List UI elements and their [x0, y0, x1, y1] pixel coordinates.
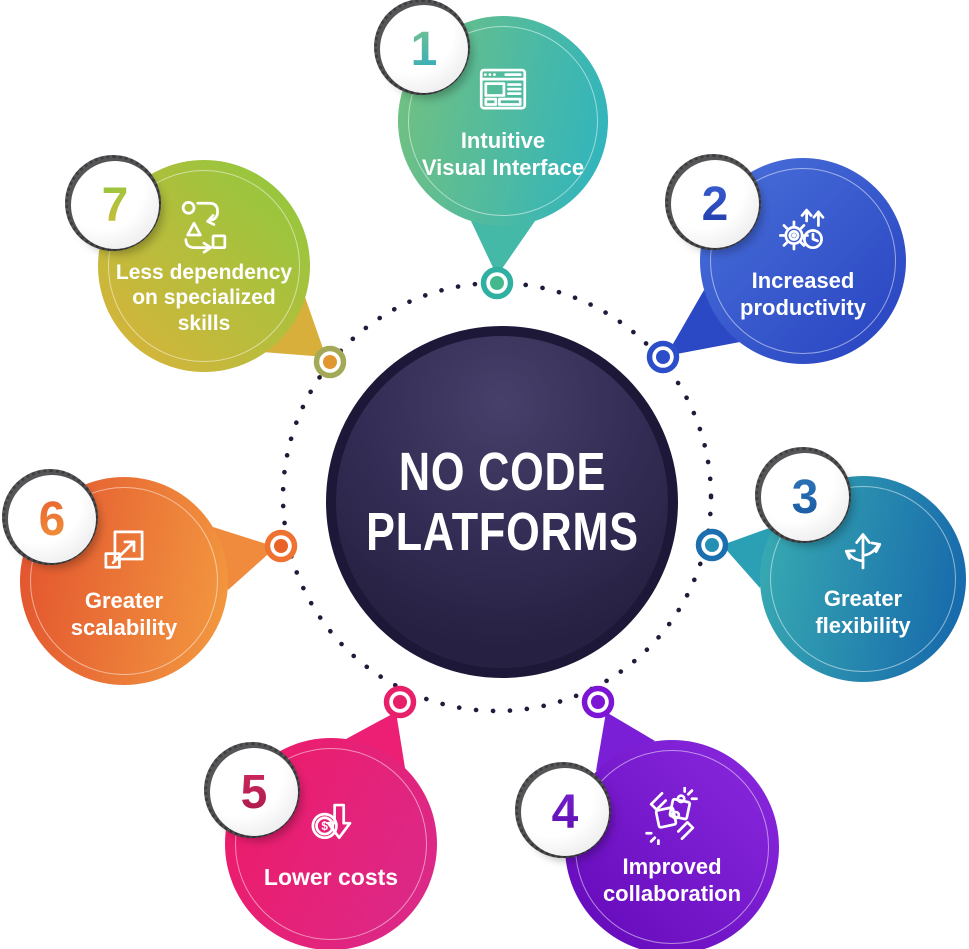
center-circle: NO CODE PLATFORMS — [326, 326, 678, 678]
badge-white-circle: 3 — [761, 453, 849, 541]
connector-dot-4 — [581, 685, 615, 719]
badge-white-circle: 5 — [210, 748, 298, 836]
tail-pointer-1 — [471, 221, 535, 276]
connector-dot-3 — [695, 528, 729, 562]
badge-white-circle: 4 — [521, 768, 609, 856]
connector-dot-7 — [313, 345, 347, 379]
badge-white-circle: 7 — [71, 161, 159, 249]
connector-dot-6 — [264, 529, 298, 563]
center-title: NO CODE PLATFORMS — [365, 441, 639, 562]
number-badge-5: 5 — [202, 740, 302, 840]
tail-pointer-6 — [213, 527, 276, 590]
badge-number: 5 — [240, 765, 268, 819]
badge-number: 2 — [701, 177, 729, 231]
badge-number: 6 — [38, 492, 66, 546]
number-badge-7: 7 — [63, 153, 163, 253]
bubble-inner-ring — [408, 26, 598, 216]
dotted-ring — [280, 280, 714, 714]
tail-pointer-4 — [596, 712, 655, 771]
bubble-inner-ring — [770, 486, 956, 672]
badge-white-circle: 6 — [8, 475, 96, 563]
badge-number: 4 — [551, 785, 579, 839]
tail-pointer-7 — [262, 297, 326, 357]
badge-white-circle: 1 — [380, 5, 468, 93]
number-badge-1: 1 — [372, 0, 472, 97]
badge-number: 3 — [791, 470, 819, 524]
bubble-inner-ring — [710, 168, 896, 354]
bubble-less-dependency-skills: Less dependency on specialized skills — [98, 160, 310, 372]
badge-number: 1 — [410, 22, 438, 76]
number-badge-4: 4 — [513, 760, 613, 860]
tail-pointer-5 — [346, 712, 405, 768]
bubble-inner-ring — [30, 487, 218, 675]
tail-pointer-2 — [666, 290, 740, 356]
badge-white-circle: 2 — [671, 160, 759, 248]
bubble-inner-ring — [235, 748, 427, 940]
number-badge-3: 3 — [753, 445, 853, 545]
badge-number: 7 — [101, 178, 129, 232]
bubble-increased-productivity: Increased productivity — [700, 158, 906, 364]
bubble-inner-ring — [108, 170, 300, 362]
bubble-improved-collaboration: Improved collaboration — [565, 740, 779, 949]
connector-dot-1 — [480, 266, 514, 300]
number-badge-6: 6 — [0, 467, 100, 567]
connector-dot-5 — [383, 685, 417, 719]
number-badge-2: 2 — [663, 152, 763, 252]
connector-dot-2 — [646, 340, 680, 374]
